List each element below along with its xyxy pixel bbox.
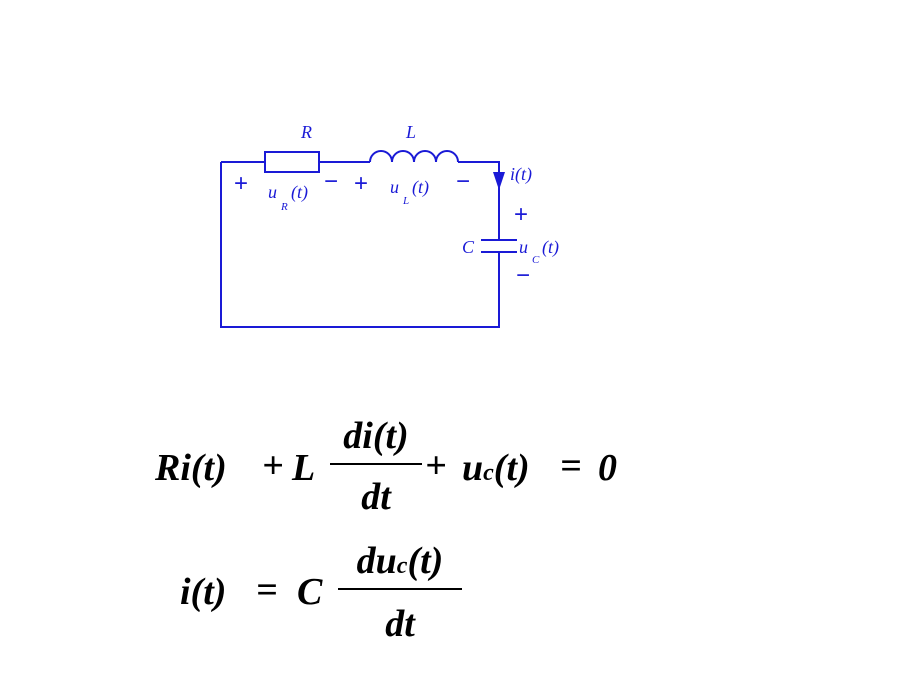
eq1-uc-main: u: [462, 447, 484, 489]
eq1-fraction-line: [330, 463, 422, 465]
resistor: [264, 151, 320, 173]
wire-left: [220, 162, 500, 328]
eq1-uc-sub: c: [483, 460, 494, 486]
uR-main: u: [268, 182, 277, 202]
eq1-plus-1: +: [262, 445, 284, 487]
uL-plus: +: [354, 170, 368, 197]
uC-sub: C: [532, 254, 540, 266]
label-C: C: [462, 237, 475, 257]
wire-top-right: [458, 161, 500, 240]
eq2-fraction-line: [338, 588, 462, 590]
eq1-L: L: [292, 447, 316, 489]
uR-minus: −: [324, 168, 338, 195]
eq2-den: dt: [385, 603, 415, 645]
uC-minus: −: [516, 262, 530, 289]
uC-arg: (t): [542, 237, 559, 258]
uL-arg: (t): [412, 177, 429, 198]
eq2-lhs: i(t): [180, 571, 227, 613]
label-R: R: [300, 122, 312, 142]
uL-main: u: [390, 177, 399, 197]
eq1-uc: uc(t): [462, 449, 530, 487]
eq1-num: di(t): [343, 415, 409, 457]
uR-arg: (t): [291, 182, 308, 203]
uR-plus: +: [234, 170, 248, 197]
eq2-num-main: du: [356, 540, 397, 582]
uL-minus: −: [456, 168, 470, 195]
rlc-circuit-diagram: R L C i(t) + u R (t) − + u L (t) − + u C…: [220, 122, 559, 328]
label-L: L: [405, 122, 416, 142]
eq1-equals: =: [560, 445, 582, 487]
eq1-zero: 0: [598, 447, 617, 489]
eq2-num-sub: c: [396, 553, 408, 579]
uR-sub: R: [280, 201, 288, 213]
eq2-C: C: [297, 571, 323, 613]
eq1-plus-2: +: [425, 445, 447, 487]
uC-plus: +: [514, 201, 528, 228]
label-current: i(t): [510, 164, 532, 185]
eq1-den: dt: [361, 476, 391, 518]
uL-sub: L: [402, 195, 409, 207]
eq2-num-arg: (t): [407, 540, 444, 582]
current-arrow: [493, 172, 505, 190]
inductor: [369, 150, 459, 163]
uC-main: u: [519, 237, 528, 257]
capacitor: [481, 239, 517, 253]
eq1-lhs: Ri(t): [155, 447, 227, 489]
eq1-uc-arg: (t): [493, 447, 530, 489]
eq2-equals: =: [256, 569, 278, 611]
eq2-num: duc(t): [338, 542, 462, 580]
